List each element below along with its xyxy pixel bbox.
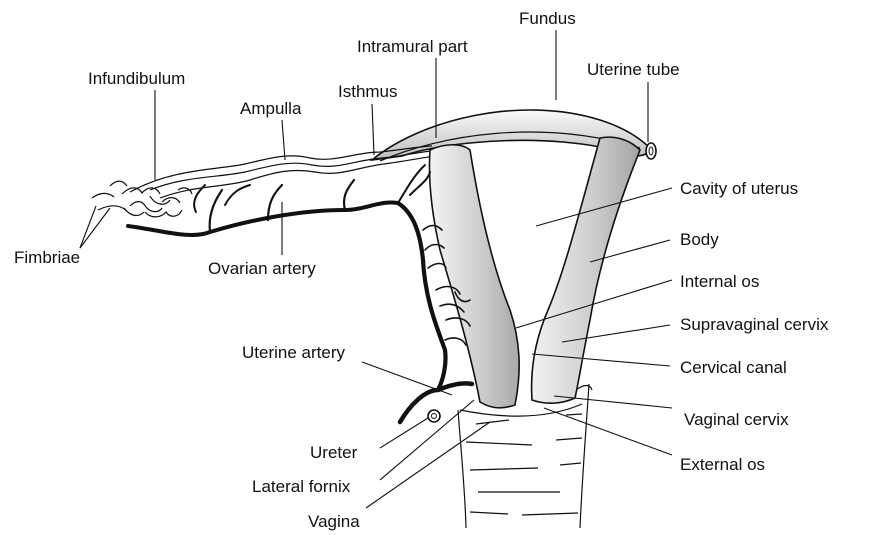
label-external-os: External os: [680, 455, 765, 474]
label-fimbriae: Fimbriae: [14, 248, 80, 267]
label-internal-os: Internal os: [680, 272, 759, 291]
label-ovarian-artery: Ovarian artery: [208, 259, 316, 278]
label-fundus: Fundus: [519, 9, 576, 28]
label-lateral-fornix: Lateral fornix: [252, 477, 351, 496]
label-ampulla: Ampulla: [240, 99, 302, 118]
label-vaginal-cervix: Vaginal cervix: [684, 410, 789, 429]
uterine-body: [429, 137, 640, 408]
vagina: [458, 384, 592, 528]
label-cavity-of-uterus: Cavity of uterus: [680, 179, 798, 198]
label-isthmus: Isthmus: [338, 82, 398, 101]
ovarian-artery: [128, 180, 398, 235]
label-cervical-canal: Cervical canal: [680, 358, 787, 377]
label-uterine-tube: Uterine tube: [587, 60, 680, 79]
label-vagina: Vagina: [308, 512, 360, 531]
label-ureter: Ureter: [310, 443, 358, 462]
label-infundibulum: Infundibulum: [88, 69, 185, 88]
label-supravaginal-cervix: Supravaginal cervix: [680, 315, 829, 334]
label-uterine-artery: Uterine artery: [242, 343, 345, 362]
label-intramural-part: Intramural part: [357, 37, 468, 56]
label-body: Body: [680, 230, 719, 249]
ureter: [428, 410, 440, 422]
